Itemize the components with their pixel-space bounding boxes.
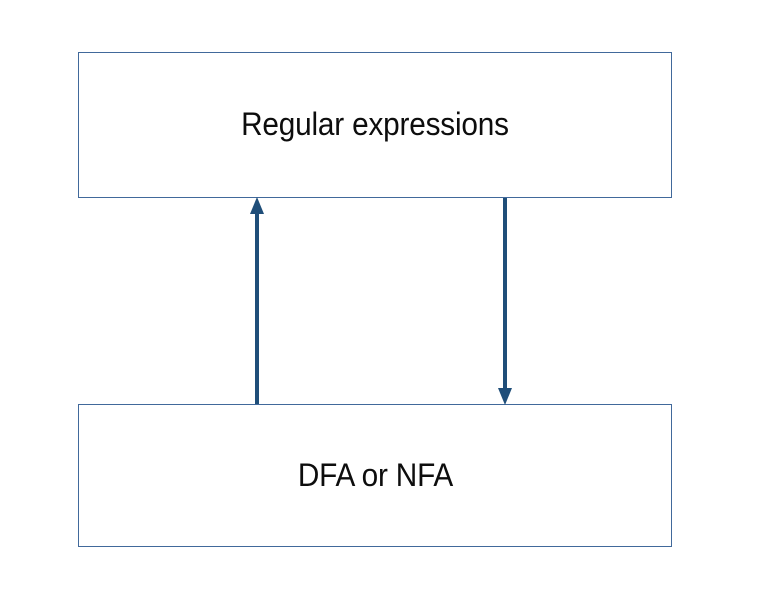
node-label-regular-expressions: Regular expressions bbox=[241, 106, 509, 143]
arrow-up-head-icon bbox=[250, 197, 264, 214]
node-label-dfa-or-nfa: DFA or NFA bbox=[297, 456, 453, 493]
arrow-down-regex-to-automata[interactable] bbox=[498, 198, 512, 405]
node-regular-expressions[interactable]: Regular expressions bbox=[78, 52, 672, 198]
node-dfa-or-nfa[interactable]: DFA or NFA bbox=[78, 404, 672, 547]
arrow-down-head-icon bbox=[498, 388, 512, 405]
arrow-up-automata-to-regex[interactable] bbox=[250, 197, 264, 404]
